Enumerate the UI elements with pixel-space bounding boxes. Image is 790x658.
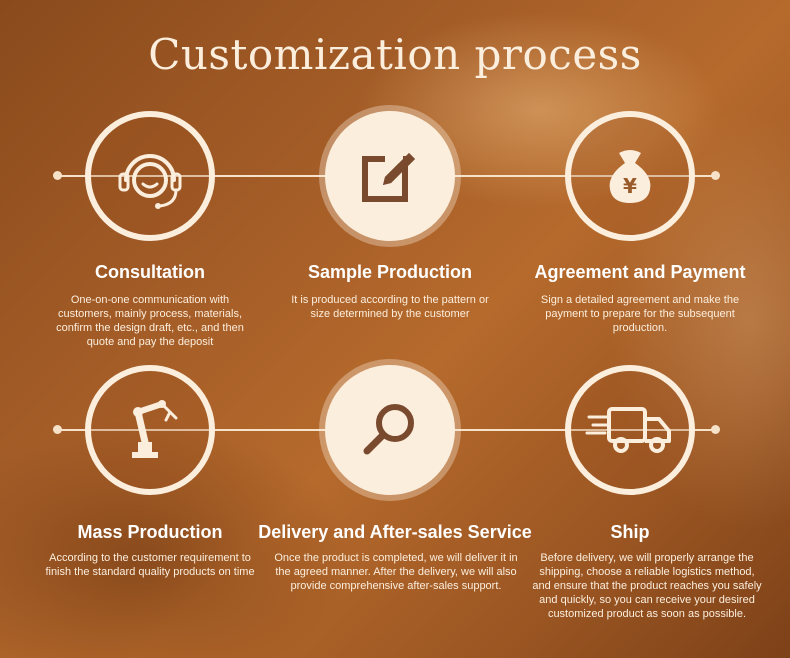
- edit-icon: [362, 151, 415, 202]
- page-title: Customization process: [148, 30, 642, 79]
- step-mass-production-circle: [85, 365, 215, 495]
- money-bag-icon: ¥: [609, 150, 651, 203]
- delivery-truck-icon: [585, 407, 671, 453]
- step-heading: Mass Production: [77, 522, 223, 542]
- step-sample-production-circle: [325, 111, 455, 241]
- step-consultation-circle: [85, 111, 215, 241]
- timeline-dot: [711, 425, 720, 434]
- step-heading: Delivery and After-sales Service: [258, 522, 532, 542]
- step-description: Once the product is completed, we will d…: [274, 552, 518, 592]
- yen-symbol: ¥: [623, 174, 637, 198]
- step-heading: Ship: [610, 522, 650, 542]
- step-description: It is produced according to the pattern …: [291, 294, 489, 320]
- customer-service-icon: [118, 154, 182, 209]
- step-description: Before delivery, we will properly arrang…: [532, 552, 762, 620]
- timeline-dot: [53, 171, 62, 180]
- step-delivery-service-circle: [325, 365, 455, 495]
- step-description: Sign a detailed agreement and make the p…: [540, 294, 740, 334]
- step-heading: Sample Production: [307, 262, 473, 282]
- step-heading: Consultation: [95, 262, 205, 282]
- step-heading: Agreement and Payment: [534, 262, 746, 282]
- step-description: According to the customer requirement to…: [45, 552, 255, 578]
- magnifier-icon: [363, 404, 414, 455]
- step-ship-circle: [565, 365, 695, 495]
- step-description: One-on-one communication with customers,…: [56, 294, 244, 348]
- robot-arm-icon: [132, 400, 178, 458]
- timeline-dot: [53, 425, 62, 434]
- step-agreement-payment-circle: ¥: [565, 111, 695, 241]
- timeline-dot: [711, 171, 720, 180]
